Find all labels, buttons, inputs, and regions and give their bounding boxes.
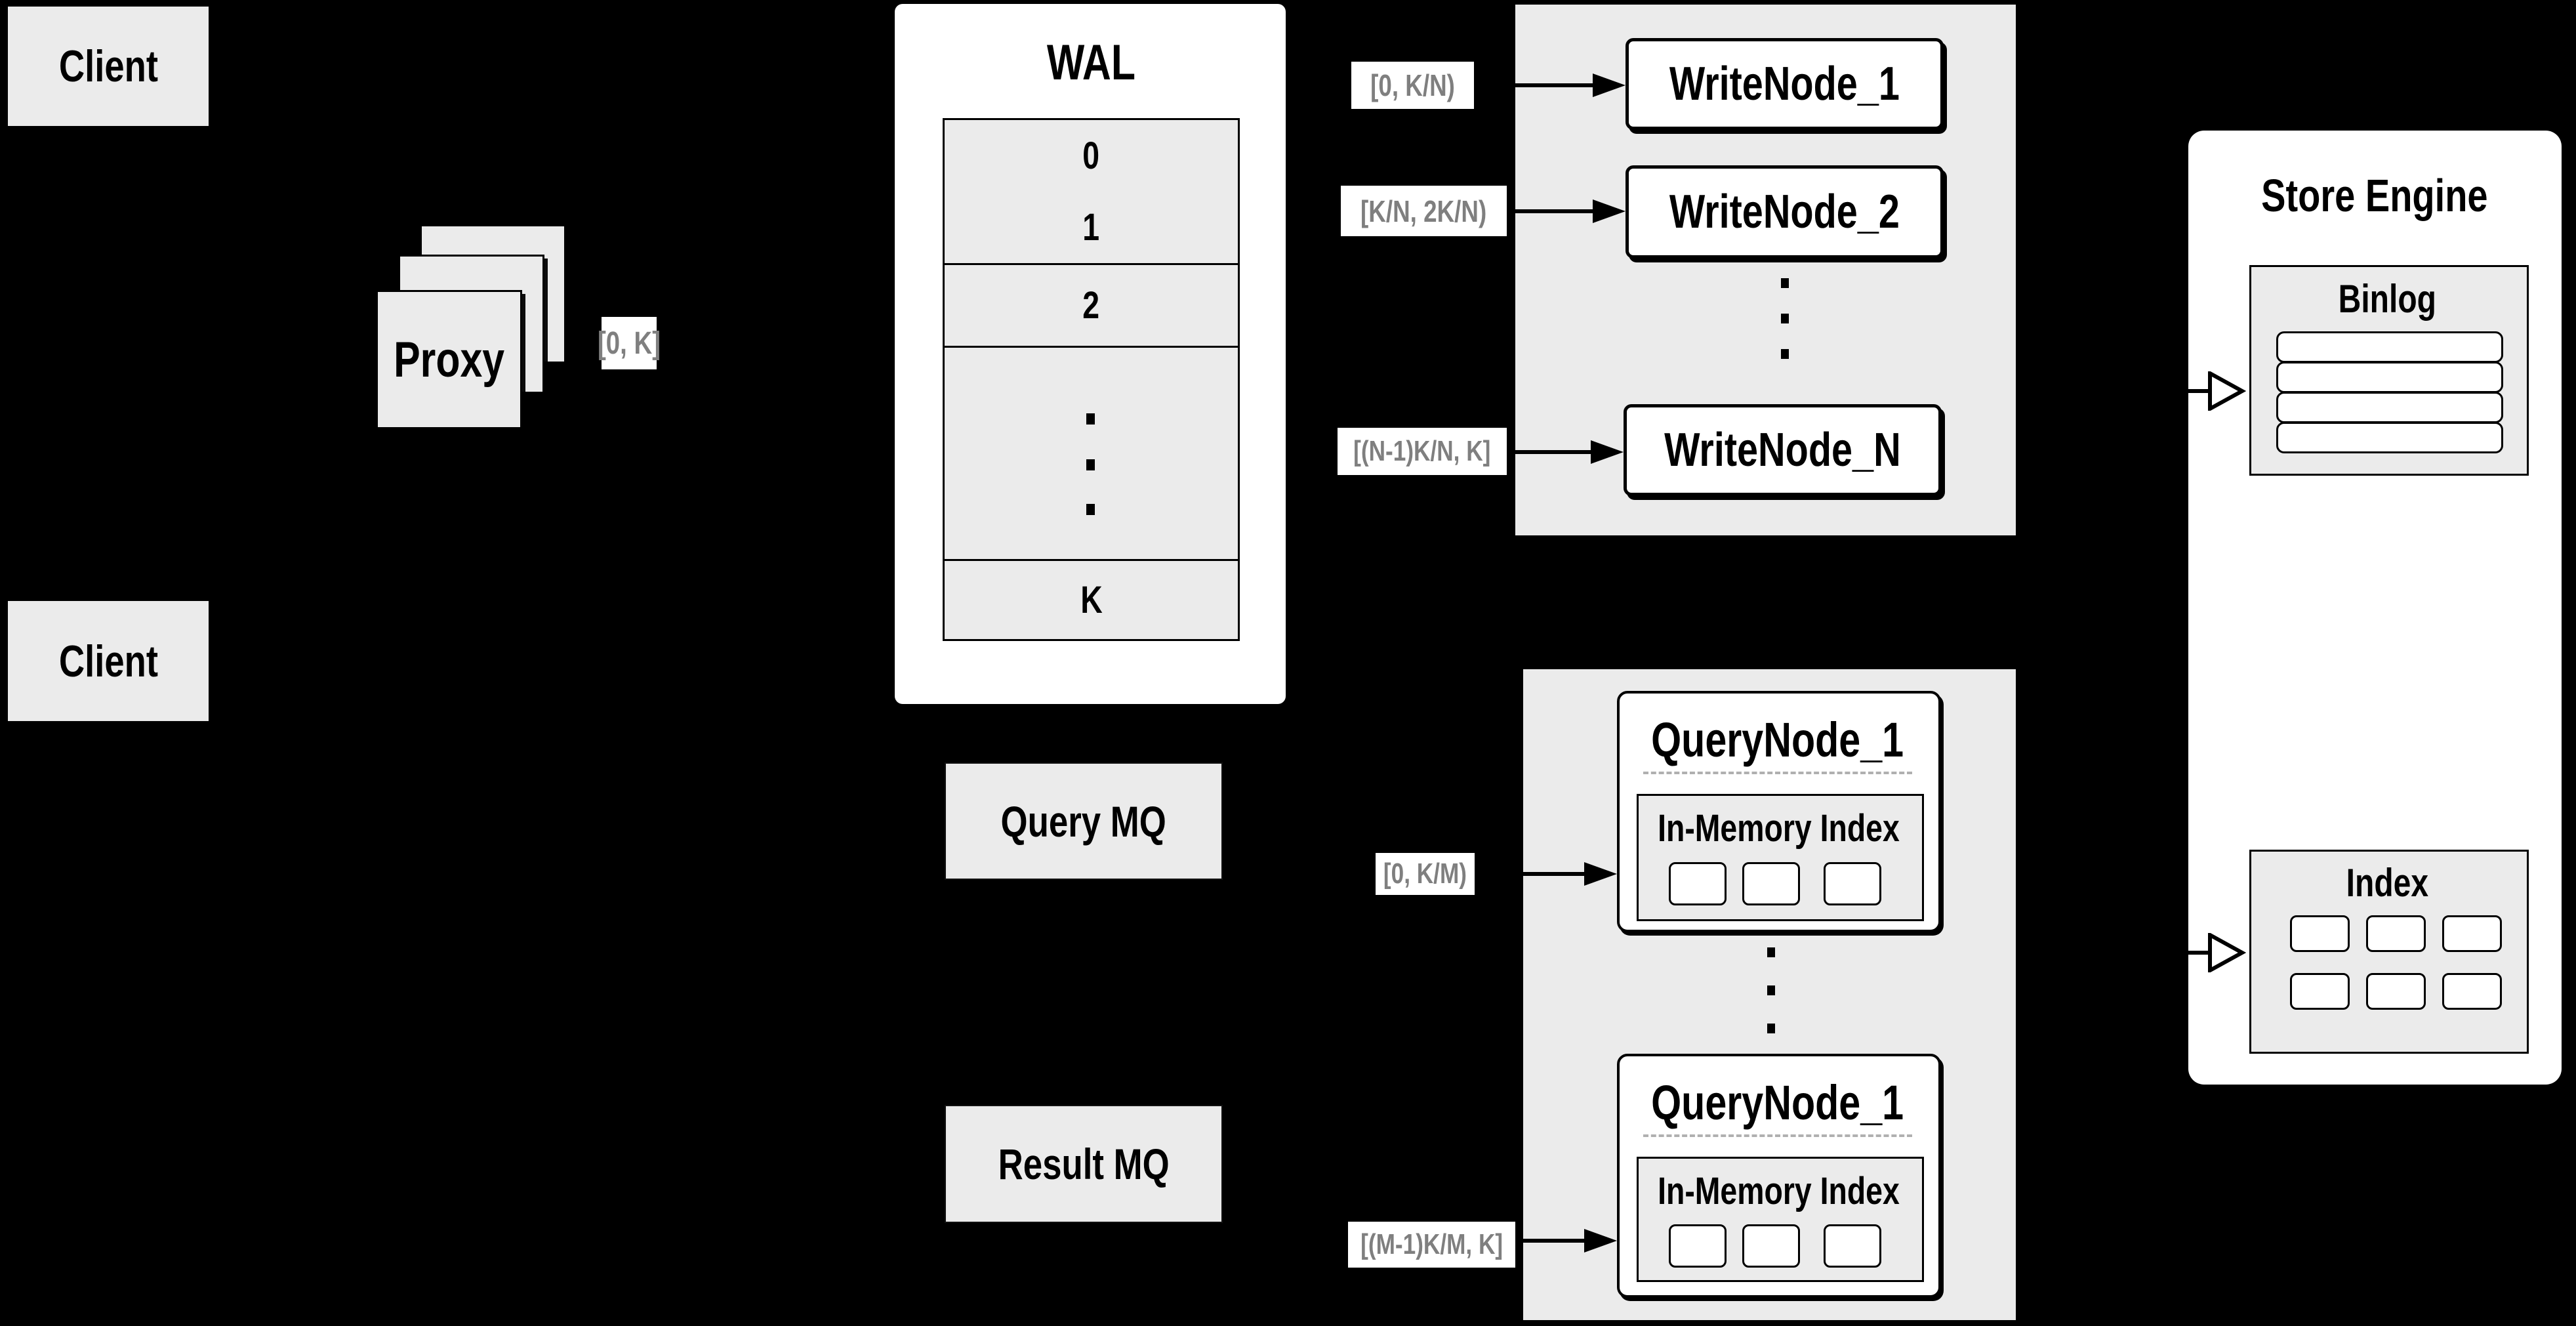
index-title: Index [2346, 861, 2428, 905]
writenode-n-label: WriteNode_N [1664, 424, 1901, 476]
querynode-2-divider [1643, 1134, 1912, 1137]
arrow-to-index [2144, 951, 2212, 955]
arrowhead-to-writenode-2 [1593, 199, 1625, 223]
querynode-2-title: QueryNode_1 [1651, 1075, 1904, 1130]
binlog-row [2276, 422, 2503, 453]
binlog-row [2276, 392, 2503, 423]
wal-row-0: 0 [943, 118, 1240, 194]
result-mq-box: Result MQ [945, 1105, 1223, 1223]
inmemory-index-title-1: In-Memory Index [1657, 806, 1900, 850]
range-label-query-m: [(M-1)K/M, K] [1348, 1222, 1515, 1268]
wal-title: WAL [1046, 34, 1136, 91]
binlog-row [2276, 362, 2503, 393]
wal-row-ellipsis [943, 348, 1240, 561]
query-mq-box: Query MQ [945, 762, 1223, 880]
writenode-1-box: WriteNode_1 [1625, 38, 1944, 130]
range-label-write-n: [(N-1)K/N, K] [1338, 428, 1507, 475]
ellipsis-dot [1781, 349, 1789, 359]
wal-row-2: 2 [943, 265, 1240, 348]
arrow-to-querynode-1 [1476, 872, 1584, 876]
index-cell [2290, 973, 2350, 1010]
range-label-write-1: [0, K/N) [1351, 62, 1474, 109]
index-cell [2290, 915, 2350, 952]
inmemory-cell [1742, 1224, 1800, 1268]
arrow-to-binlog [2144, 389, 2212, 393]
client-box-top: Client [6, 5, 211, 128]
proxy-box-front: Proxy [376, 290, 522, 429]
arrow-to-writenode-n [1509, 450, 1592, 454]
writenode-2-box: WriteNode_2 [1625, 165, 1944, 259]
ellipsis-dot [1781, 314, 1789, 323]
client-box-bottom: Client [6, 599, 211, 723]
inmemory-cell [1669, 862, 1727, 905]
ellipsis-dot [1086, 459, 1095, 470]
wal-row-1: 1 [943, 192, 1240, 265]
range-label-query-1: [0, K/M) [1376, 853, 1475, 895]
arrowhead-to-writenode-n [1591, 440, 1624, 464]
result-mq-label: Result MQ [998, 1140, 1170, 1188]
range-label-write-2: [K/N, 2K/N) [1341, 186, 1507, 236]
binlog-title: Binlog [2338, 277, 2436, 321]
index-cell [2442, 973, 2502, 1010]
ellipsis-dot [1086, 504, 1095, 515]
ellipsis-dot [1781, 278, 1789, 288]
ellipsis-dot [1086, 413, 1095, 425]
open-arrowhead-index [2208, 933, 2246, 972]
writenode-1-label: WriteNode_1 [1669, 58, 1900, 110]
client-label: Client [58, 636, 158, 686]
writenode-2-label: WriteNode_2 [1669, 186, 1900, 238]
ellipsis-dot [1767, 985, 1775, 995]
client-label: Client [58, 41, 158, 91]
inmemory-cell [1824, 862, 1881, 905]
arrow-to-writenode-1 [1476, 83, 1594, 87]
inmemory-cell [1824, 1224, 1881, 1268]
querynode-1-title: QueryNode_1 [1651, 713, 1904, 767]
arrowhead-to-querynode-m [1584, 1229, 1617, 1253]
open-arrowhead-binlog [2208, 371, 2246, 411]
arrow-to-writenode-2 [1509, 209, 1594, 213]
arrow-to-querynode-m [1517, 1239, 1584, 1243]
store-engine-title: Store Engine [2261, 169, 2488, 221]
inmemory-cell [1742, 862, 1800, 905]
inmemory-cell [1669, 1224, 1727, 1268]
arrowhead-to-writenode-1 [1593, 73, 1625, 97]
arrowhead-to-querynode-1 [1584, 862, 1617, 886]
ellipsis-dot [1767, 1024, 1775, 1033]
index-cell [2442, 915, 2502, 952]
writenode-n-box: WriteNode_N [1624, 404, 1942, 496]
binlog-row [2276, 331, 2503, 363]
proxy-label: Proxy [393, 331, 504, 388]
querynode-1-divider [1643, 772, 1912, 774]
query-mq-label: Query MQ [1000, 797, 1167, 846]
ellipsis-dot [1767, 947, 1775, 957]
index-cell [2366, 973, 2426, 1010]
index-cell [2366, 915, 2426, 952]
inmemory-index-title-2: In-Memory Index [1657, 1169, 1900, 1212]
range-label-proxy-to-wal: [0, K] [598, 317, 661, 369]
wal-row-k: K [943, 561, 1240, 641]
